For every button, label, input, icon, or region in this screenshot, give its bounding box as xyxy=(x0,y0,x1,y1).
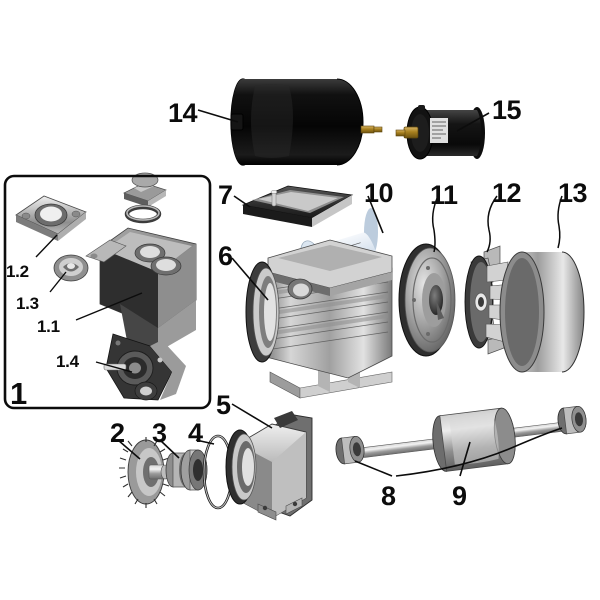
callout-7: 7 xyxy=(218,180,233,210)
callout-2: 2 xyxy=(110,418,125,448)
group-box-1 xyxy=(3,174,212,410)
part-motor-end-bell xyxy=(398,243,456,357)
leader-7 xyxy=(233,195,251,208)
leader-14 xyxy=(197,109,239,123)
leader-8b xyxy=(395,427,563,477)
callout-8: 8 xyxy=(381,481,396,511)
callout-6: 6 xyxy=(218,241,233,271)
part-seal-washer xyxy=(53,254,89,282)
leader-12 xyxy=(486,195,498,253)
part-pressure-switch xyxy=(395,105,485,160)
part-pump-casing xyxy=(225,411,313,521)
leader-6 xyxy=(231,257,269,301)
leader-9 xyxy=(459,441,471,477)
part-rotor-shaft xyxy=(360,407,570,472)
callout-14: 14 xyxy=(168,98,198,128)
leader-1-4 xyxy=(95,361,133,373)
leader-2 xyxy=(117,439,141,460)
callout-4: 4 xyxy=(188,418,203,448)
leader-5 xyxy=(231,403,273,429)
part-terminal-box-cover xyxy=(241,185,354,227)
leader-1-1 xyxy=(75,292,143,321)
leader-3 xyxy=(159,439,180,459)
part-mechanical-seal xyxy=(165,449,208,491)
leader-8a xyxy=(354,460,393,477)
part-lower-bracket xyxy=(103,333,186,401)
part-pressure-tank xyxy=(230,78,383,166)
part-cooling-fan xyxy=(464,245,514,355)
callout-10: 10 xyxy=(364,178,394,208)
leader-1-3 xyxy=(49,271,67,293)
callout-1-group: 1 xyxy=(10,376,28,411)
part-filler-plug xyxy=(123,172,167,207)
callout-5: 5 xyxy=(216,390,231,420)
part-pump-head-body xyxy=(85,227,197,352)
callout-9: 9 xyxy=(452,481,467,511)
leader-10 xyxy=(367,195,384,234)
leader-11 xyxy=(431,195,439,253)
part-pump-head-assembly xyxy=(15,172,197,401)
callout-11: 11 xyxy=(430,180,458,210)
callout-1-1: 1.1 xyxy=(37,317,60,336)
leader-15 xyxy=(456,112,490,132)
callout-12: 12 xyxy=(492,178,522,208)
part-fan-shroud xyxy=(499,251,585,373)
part-mounting-flange xyxy=(15,195,87,241)
callout-3: 3 xyxy=(152,418,167,448)
part-plug-oring xyxy=(124,204,162,224)
callout-15: 15 xyxy=(492,95,522,125)
leader-1-2 xyxy=(35,234,58,258)
part-motor-stator-housing xyxy=(245,239,393,399)
leader-4 xyxy=(195,439,215,445)
callout-13: 13 xyxy=(558,178,588,208)
leader-13 xyxy=(557,195,563,249)
callout-1-2: 1.2 xyxy=(6,262,29,281)
part-impeller xyxy=(119,437,172,508)
callout-1-3: 1.3 xyxy=(16,294,39,313)
callout-1-4: 1.4 xyxy=(56,352,79,371)
